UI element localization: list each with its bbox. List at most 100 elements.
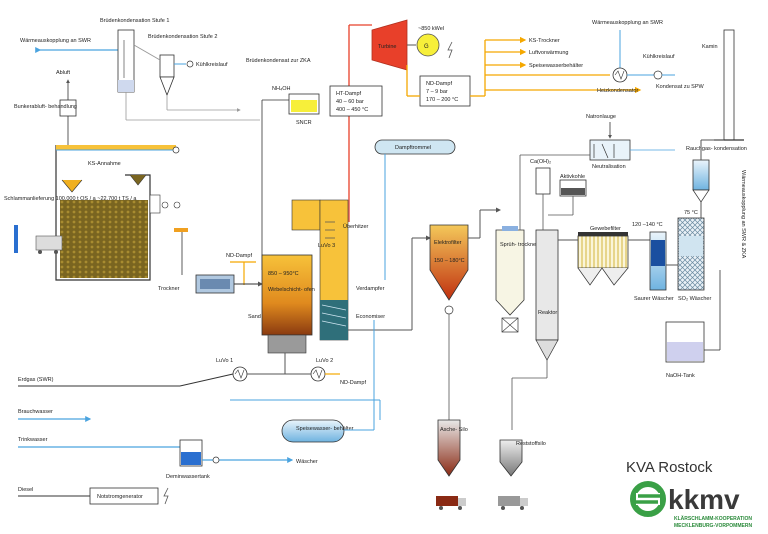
label-sncr: SNCR — [296, 120, 312, 126]
truck-ash — [436, 496, 458, 506]
label-power: ~850 kWel — [418, 26, 444, 32]
label-aktivkohle: Aktivkohle — [560, 174, 585, 180]
label-rauchgaskond: Rauchgas- kondensation — [686, 146, 747, 152]
label-spruehtrockner: Sprüh- trockner — [500, 242, 538, 248]
generator-icon — [416, 33, 440, 57]
boiler — [291, 199, 349, 341]
lightning-icon — [447, 41, 453, 59]
label-trockner: Trockner — [158, 286, 180, 292]
label-bruedenkond-stufe2: Brüdenkondensation Stufe 2 — [148, 34, 217, 40]
neutralisation — [589, 139, 631, 161]
label-temp-75: 75 °C — [684, 210, 698, 216]
label-abluft: Abluft — [56, 70, 71, 76]
label-generator: G — [424, 44, 429, 50]
label-ks-annahme: KS-Annahme — [88, 161, 121, 167]
truck-rest — [498, 496, 520, 506]
bunker — [55, 145, 180, 281]
title: KVA Rostock — [626, 459, 713, 476]
label-kuehlkreislauf-1: Kühlkreislauf — [196, 62, 228, 68]
label-nd-dampf-1: ND-Dampf — [226, 253, 252, 259]
label-reststoffsilo: Reststoffsilo — [516, 441, 546, 447]
logo-sub1: KLÄRSCHLAMM-KOOPERATION — [674, 515, 752, 522]
rauchgaskondensation — [692, 159, 710, 191]
label-brauchwasser: Brauchwasser — [18, 409, 53, 415]
label-speisewasser: Speisewasser- behälter — [296, 426, 354, 432]
label-nd-dampf-box: ND-Dampf — [426, 81, 452, 87]
label-elektrofilter: Elektrofilter — [434, 240, 462, 246]
asche-silo — [437, 419, 461, 477]
label-nd-temp: 170 – 200 °C — [426, 97, 458, 103]
label-diesel: Diesel — [18, 487, 33, 493]
label-natronlauge: Natronlauge — [586, 114, 616, 120]
truck-icon — [14, 225, 18, 253]
label-nh4oh: NH₄OH — [272, 86, 290, 92]
label-ht-dampf: HT-Dampf — [336, 91, 362, 97]
label-wirbelschicht: Wirbelschicht- ofen — [268, 287, 315, 293]
label-ht-bar: 40 – 60 bar — [336, 99, 364, 105]
label-dampftrommel: Dampftrommel — [395, 145, 431, 151]
label-waermeauskopplung-swr: Wärmeauskopplung an SWR — [20, 38, 91, 44]
label-naoh-tank: NaOH-Tank — [666, 373, 695, 379]
conveyor — [149, 194, 188, 275]
label-speisewasserbehaelter-out: Speisewasserbehälter — [529, 63, 583, 69]
spruehtrockner — [495, 229, 525, 316]
label-gewebefilter: Gewebefilter — [590, 226, 621, 232]
label-kondensat-spw: Kondensat zu SPW — [656, 84, 705, 90]
reaktor — [535, 229, 559, 341]
bruedenkondensator-2 — [159, 54, 175, 78]
label-kamin: Kamin — [702, 44, 718, 50]
logo-text: kkmv — [668, 484, 740, 515]
label-waermeausk-vert: Wärmeauskopplung an SWR & ZKA — [740, 170, 746, 259]
label-reaktor: Reaktor — [538, 310, 557, 316]
label-ht-temp: 400 – 450 °C — [336, 107, 368, 113]
nd-steam-lines — [406, 36, 642, 97]
label-bruedenkond-stufe1: Brüdenkondensation Stufe 1 — [100, 18, 169, 24]
label-luftvorwaermung: Luftvorwärmung — [529, 50, 568, 56]
bruedenkondensation-group — [35, 29, 260, 121]
label-notstrom: Notstromgenerator — [97, 494, 143, 500]
gewebefilter — [577, 235, 629, 269]
label-bunkerabluft: Bunkerabluft- behandlung — [14, 104, 77, 110]
speisewasserbehaelter — [281, 419, 345, 443]
label-waescher: Wäscher — [296, 459, 318, 465]
label-ks-trockner: KS-Trockner — [529, 38, 560, 44]
nd-dampf-box — [419, 75, 471, 107]
label-trinkwasser: Trinkwasser — [18, 437, 48, 443]
label-temp-120: 120 –140 °C — [632, 222, 663, 228]
wirbelschichtofen — [261, 254, 313, 336]
label-kuehlkreislauf-2: Kühlkreislauf — [643, 54, 675, 60]
logo-sub2: MECKLENBURG-VORPOMMERN — [674, 523, 752, 529]
label-caoh2: Ca(OH)₂ — [530, 159, 551, 165]
kkmv-logo: kkmv KLÄRSCHLAMM-KOOPERATION MECKLENBURG… — [630, 481, 752, 529]
label-verdampfer: Verdampfer — [356, 286, 385, 292]
label-schlamm: Schlammanlieferung 100.000 t OS / a ~22.… — [4, 196, 137, 202]
ht-dampf-box — [329, 85, 383, 117]
label-heizkondensator: Heizkondensator — [597, 88, 638, 94]
label-economiser: Economiser — [356, 314, 385, 320]
label-erdgas: Erdgas (SWR) — [18, 377, 54, 383]
dampftrommel — [374, 139, 456, 155]
reststoffsilo — [499, 439, 523, 477]
label-so2-waescher: SO₂ Wäscher — [678, 296, 711, 302]
label-waermeauskopplung-swr2: Wärmeauskopplung an SWR — [592, 20, 663, 26]
caoh2-silo — [535, 167, 551, 195]
label-luvo3: LuVo 3 — [318, 243, 335, 249]
label-deminwassertank: Deminwassertank — [166, 474, 210, 480]
pump-icon — [186, 60, 194, 68]
label-ofen-temp: 850 – 950°C — [268, 271, 299, 277]
label-bruedenkondensat-zka: Brüdenkondensat zur ZKA — [246, 58, 311, 64]
label-neutralisation: Neutralisation — [592, 164, 626, 170]
notstromgenerator — [89, 487, 159, 505]
label-ef-temp: 150 – 180°C — [434, 258, 465, 264]
label-sand: Sand — [248, 314, 261, 320]
label-nd-bar: 7 – 9 bar — [426, 89, 448, 95]
label-turbine: Turbine — [378, 44, 396, 50]
label-asche-silo: Asche- Silo — [440, 427, 468, 433]
label-saurer-waescher: Saurer Wäscher — [634, 296, 674, 302]
kamin — [723, 29, 735, 141]
label-luvo1: LuVo 1 — [216, 358, 233, 364]
label-ueberhitzer: Überhitzer — [343, 223, 369, 230]
elektrofilter — [429, 224, 469, 301]
label-luvo2: LuVo 2 — [316, 358, 333, 364]
